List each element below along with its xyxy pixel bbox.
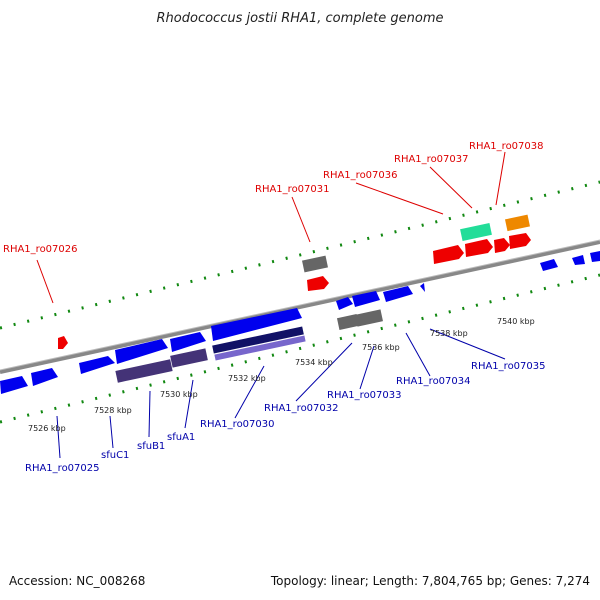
tick-label: 7536 kbp — [362, 343, 400, 352]
gene-blue-07032b[interactable] — [352, 291, 380, 307]
gene-teal-07037[interactable] — [460, 223, 492, 241]
gene-red-07026[interactable] — [58, 336, 68, 349]
gene-red-07038[interactable] — [509, 233, 531, 249]
gene-blue-07025a[interactable] — [0, 376, 28, 394]
gene-blue-07030[interactable] — [211, 308, 302, 341]
gene-purple-sfuB1[interactable] — [115, 359, 173, 383]
gene-blue-07032a[interactable] — [336, 297, 353, 310]
red-connectors — [36, 151, 506, 304]
page-title: Rhodococcus jostii RHA1, complete genome — [157, 11, 444, 26]
gene-blue-sfuC1[interactable] — [79, 356, 115, 374]
map-content — [0, 151, 600, 459]
gene-blue-07034b[interactable] — [420, 283, 425, 292]
gene-label[interactable]: sfuB1 — [137, 441, 165, 452]
gene-red-07031[interactable] — [307, 276, 329, 291]
gene-label[interactable]: RHA1_ro07030 — [200, 419, 275, 430]
gene-label[interactable]: RHA1_ro07026 — [3, 244, 78, 255]
gene-gray-07032[interactable] — [336, 314, 360, 330]
gene-blue-07035a[interactable] — [540, 259, 558, 271]
red-gene-labels: RHA1_ro07026 RHA1_ro07031 RHA1_ro07036 R… — [3, 141, 544, 255]
genome-summary-text: Topology: linear; Length: 7,804,765 bp; … — [270, 574, 590, 588]
gene-blue-sfuA1[interactable] — [170, 332, 206, 352]
genome-backbone — [0, 240, 600, 374]
tick-label: 7532 kbp — [228, 374, 266, 383]
accession-text: Accession: NC_008268 — [9, 574, 145, 588]
gene-label[interactable]: RHA1_ro07033 — [327, 390, 402, 401]
gene-label[interactable]: RHA1_ro07031 — [255, 184, 330, 195]
gene-red-07036[interactable] — [433, 245, 464, 264]
gene-label[interactable]: RHA1_ro07037 — [394, 154, 469, 165]
gene-blue-07025b[interactable] — [31, 368, 58, 386]
gene-blue-07035b[interactable] — [572, 255, 585, 265]
tick-label: 7528 kbp — [94, 406, 132, 415]
tick-label: 7534 kbp — [295, 358, 333, 367]
lower-dotted-guide — [0, 273, 600, 424]
gene-gray-07031a[interactable] — [302, 255, 328, 273]
blue-connectors — [56, 328, 506, 459]
upper-dotted-guide — [0, 180, 600, 330]
gene-red-07037b[interactable] — [494, 238, 510, 253]
gene-purple-sfuA1[interactable] — [170, 348, 208, 368]
gene-orange-07038[interactable] — [504, 214, 530, 232]
tick-label: 7530 kbp — [160, 390, 198, 399]
gene-label[interactable]: RHA1_ro07036 — [323, 170, 398, 181]
gene-label[interactable]: RHA1_ro07035 — [471, 361, 546, 372]
tick-labels: 7526 kbp 7528 kbp 7530 kbp 7532 kbp 7534… — [28, 317, 535, 433]
gene-label[interactable]: sfuC1 — [101, 450, 129, 461]
gene-gray-07033[interactable] — [355, 309, 383, 327]
gene-label[interactable]: RHA1_ro07025 — [25, 463, 100, 474]
tick-label: 7540 kbp — [497, 317, 535, 326]
gene-blue-sfuB1[interactable] — [115, 339, 168, 364]
gene-label[interactable]: RHA1_ro07032 — [264, 403, 339, 414]
gene-navy-07030[interactable] — [212, 326, 304, 354]
tick-label: 7538 kbp — [430, 329, 468, 338]
gene-blue-07034a[interactable] — [383, 286, 413, 302]
gene-label[interactable]: RHA1_ro07038 — [469, 141, 544, 152]
gene-lavender-07030[interactable] — [214, 335, 306, 361]
blue-gene-labels: RHA1_ro07025 sfuC1 sfuB1 sfuA1 RHA1_ro07… — [25, 361, 546, 474]
gene-blue-07035c[interactable] — [590, 251, 600, 262]
gene-label[interactable]: RHA1_ro07034 — [396, 376, 471, 387]
tick-label: 7526 kbp — [28, 424, 66, 433]
genome-backbone-highlight — [0, 239, 600, 371]
gene-red-07037[interactable] — [465, 239, 493, 257]
gene-label[interactable]: sfuA1 — [167, 432, 195, 443]
